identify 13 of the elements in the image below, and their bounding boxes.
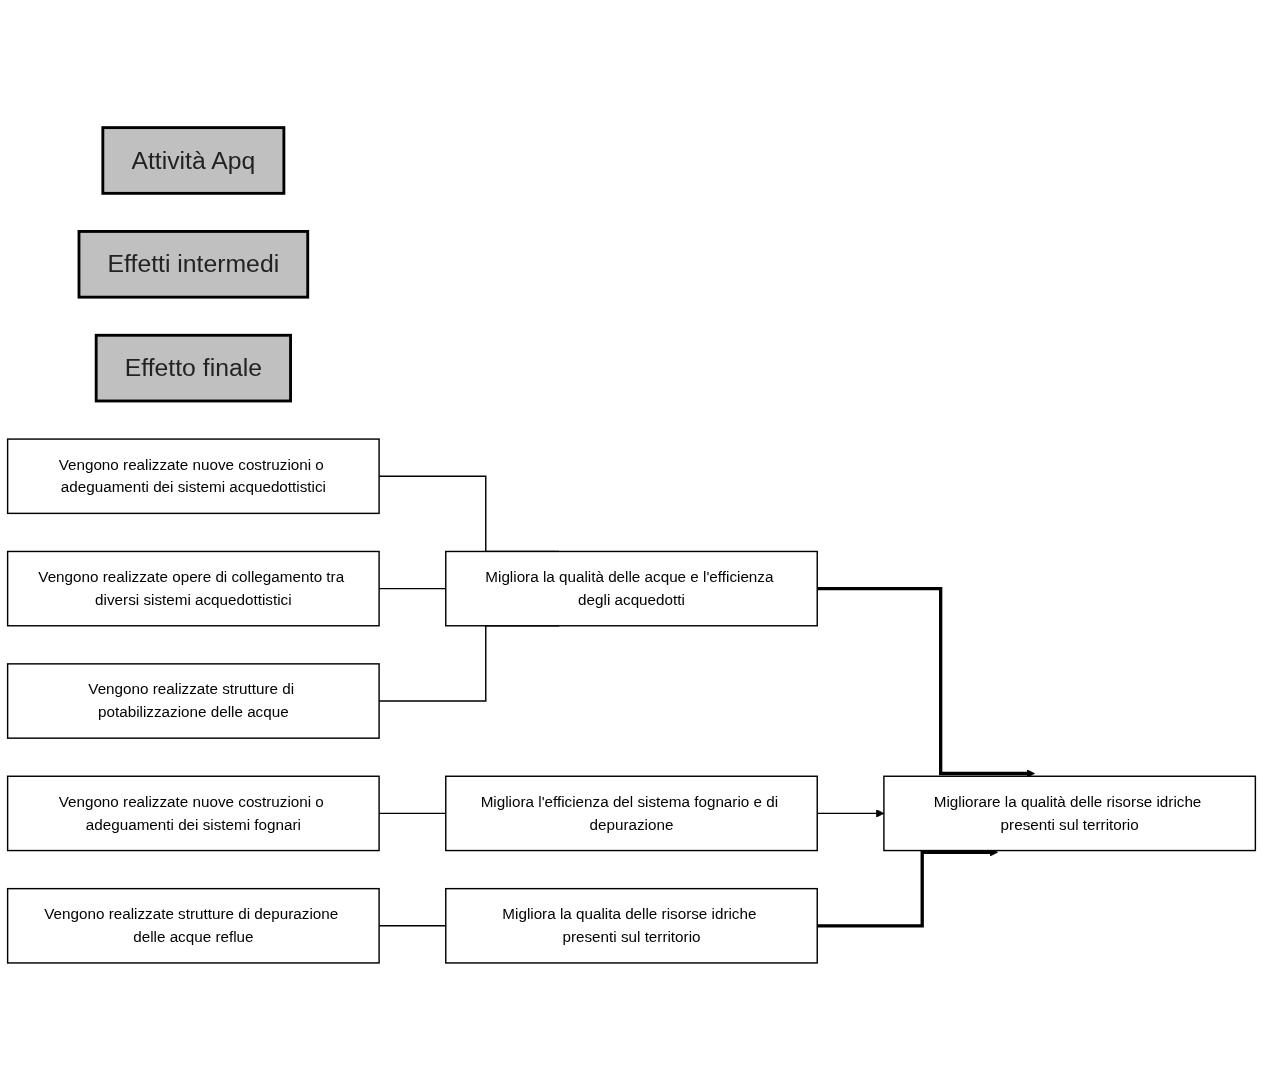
node-box: Migliora la qualità delle acque e l'efficienza degli acquedotti — [445, 550, 818, 627]
node-box: Vengono realizzate strutture di depurazione delle acque reflue — [6, 888, 380, 964]
node-box: Vengono realizzate strutture di potabilizzazione delle acque — [6, 663, 380, 740]
node-box: Attività Apq — [101, 126, 286, 195]
node-box: Migliora l'efficienza del sistema fognario e di depurazione — [445, 775, 818, 852]
node-box: Vengono realizzate nuove costruzioni o adeguamenti dei sistemi acquedottistici — [6, 438, 380, 515]
node-box: Migliorare la qualità delle risorse idriche presenti sul territorio — [883, 775, 1257, 852]
node-box: Effetto finale — [94, 334, 292, 403]
arrow — [817, 587, 1035, 778]
node-box: Effetti intermedi — [77, 230, 310, 299]
node-box: Migliora la qualita delle risorse idriche presenti sul territorio — [445, 888, 818, 964]
node-box: Vengono realizzate opere di collegamento tra diversi sistemi acquedottistici — [6, 550, 380, 627]
node-box: Vengono realizzate nuove costruzioni o adeguamenti dei sistemi fognari — [6, 775, 380, 852]
